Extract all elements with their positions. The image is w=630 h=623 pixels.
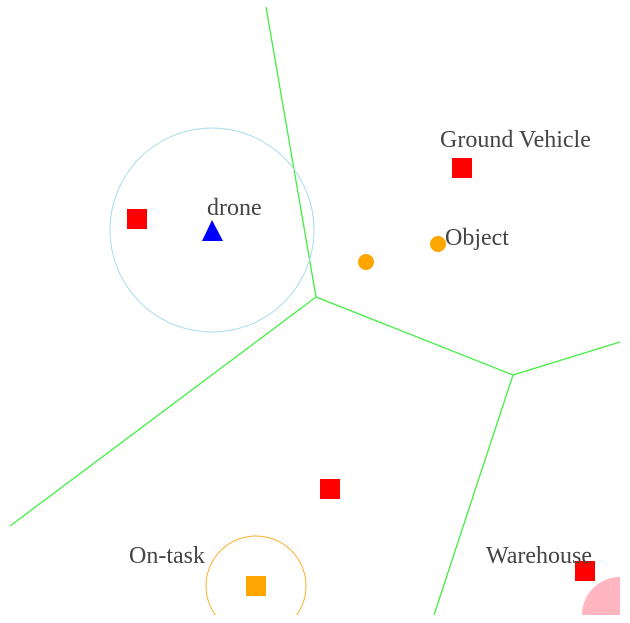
vehicle-square-icon[interactable] (320, 479, 340, 499)
object-label: Object (445, 225, 509, 251)
object-circle-icon[interactable] (358, 254, 374, 270)
boundary-line (265, 6, 317, 298)
drone-label: drone (207, 195, 262, 221)
ground-vehicle-square-icon[interactable] (452, 158, 472, 178)
boundary-line (512, 341, 621, 376)
vehicle-square-icon[interactable] (127, 209, 147, 229)
drone-range-circle (109, 127, 315, 333)
on-task-label: On-task (129, 543, 205, 569)
region-boundaries (9, 6, 621, 616)
boundary-line (9, 296, 317, 527)
warehouse-vehicle-square-icon[interactable] (575, 561, 595, 581)
on-task-range-circle (205, 535, 307, 615)
warehouse-zone-icon (582, 577, 620, 615)
boundary-line (315, 296, 514, 376)
on-task-vehicle-square-icon[interactable] (246, 576, 266, 596)
object-circle-icon[interactable] (430, 236, 446, 252)
ground-vehicle-label: Ground Vehicle (440, 127, 591, 153)
drone-triangle-icon[interactable] (202, 220, 223, 241)
boundary-line (433, 374, 514, 616)
warehouse-label: Warehouse (486, 543, 592, 569)
